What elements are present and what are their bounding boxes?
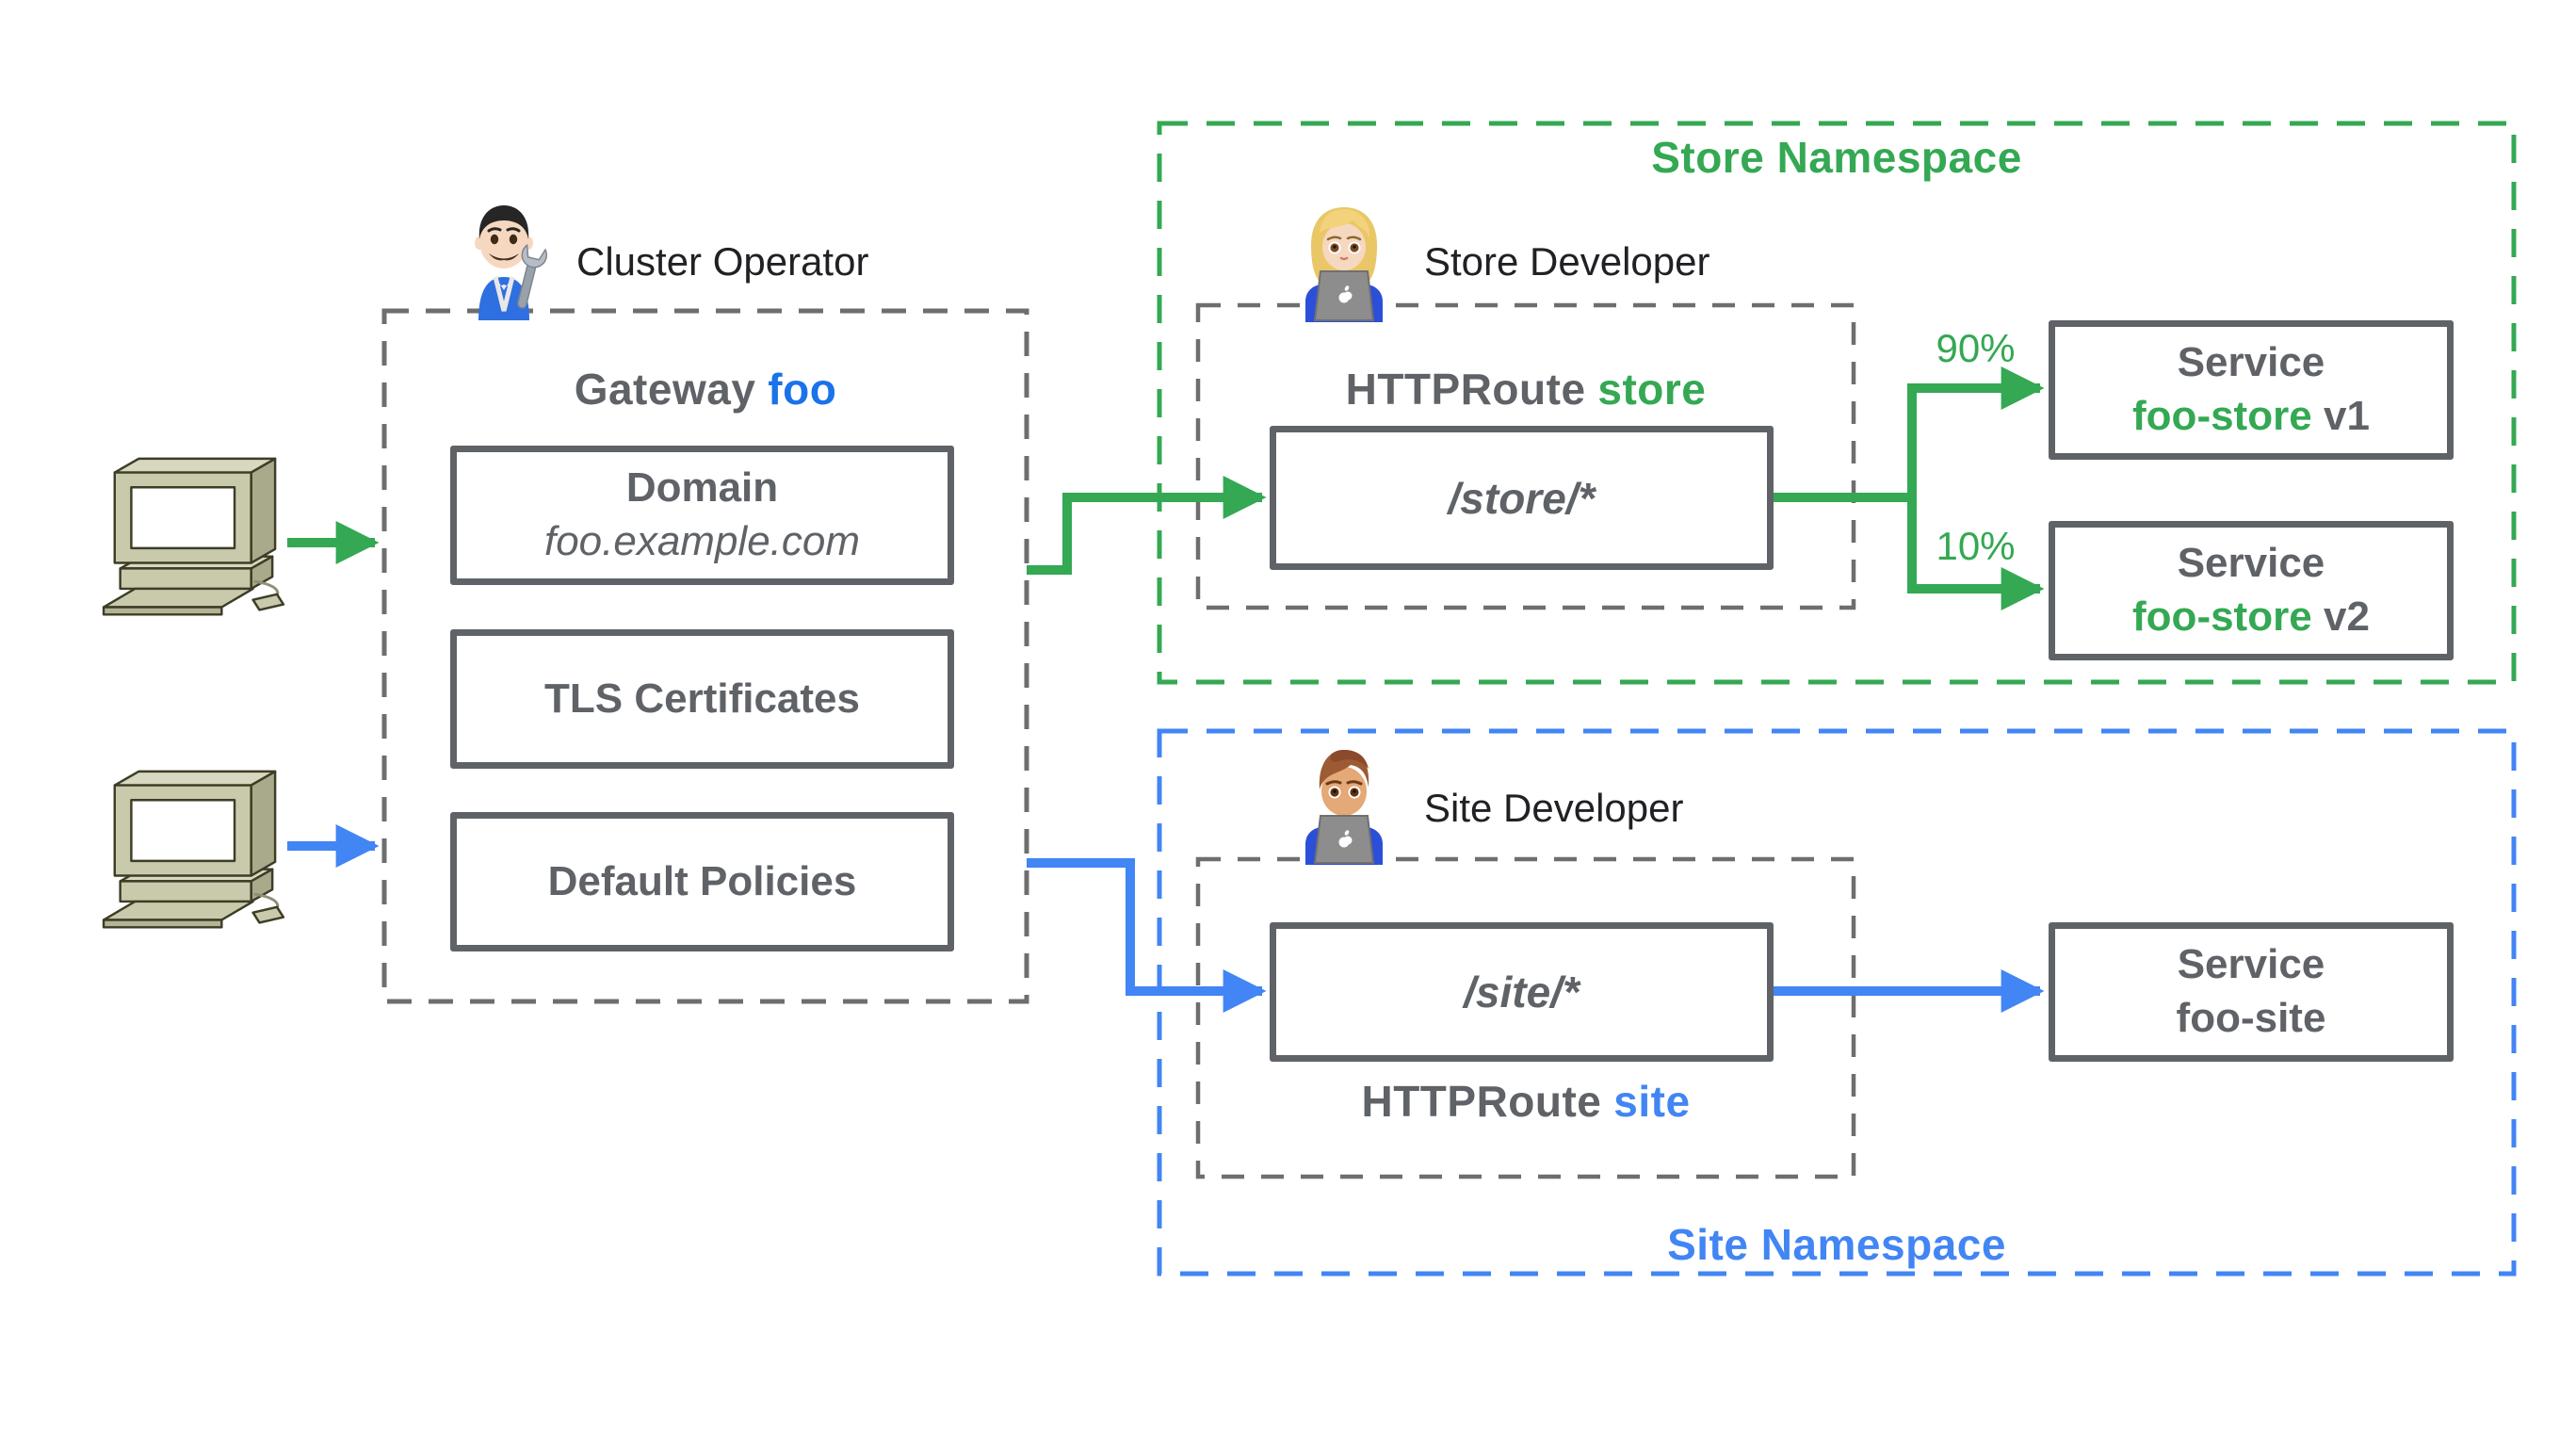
service-v1-name: foo-store (2132, 393, 2312, 439)
weight-10-label: 10% (1936, 524, 2016, 568)
httproute-store-name: store (1597, 365, 1707, 414)
cluster-operator-label: Cluster Operator (576, 239, 869, 284)
service-foo-site-name: foo-site (2176, 995, 2326, 1041)
gateway-to-store-route-arrow (1027, 476, 1267, 575)
domain-box-title: Domain (625, 464, 779, 512)
tls-certificates-box: TLS Certificates (450, 629, 954, 769)
site-route-path: /site/* (1464, 968, 1580, 1016)
httproute-store-prefix: HTTPRoute (1345, 365, 1586, 414)
store-route-path-box: /store/* (1270, 426, 1774, 570)
site-developer-label: Site Developer (1424, 786, 1684, 830)
tls-certificates-label: TLS Certificates (544, 675, 860, 722)
httproute-site-boundary (1195, 856, 1856, 1179)
client-computer-2-icon (92, 767, 292, 942)
domain-box-value: foo.example.com (543, 518, 861, 564)
service-foo-site-box: Service foo-site (2049, 922, 2454, 1062)
service-v2-type: Service (2177, 540, 2325, 587)
store-developer-emoji-icon (1294, 203, 1394, 322)
service-v1-type: Service (2177, 339, 2325, 386)
service-foo-site-type: Service (2177, 941, 2325, 988)
service-v2-name: foo-store (2132, 594, 2312, 640)
site-namespace-title: Site Namespace (1667, 1220, 2006, 1269)
gateway-to-site-route-arrow (1027, 858, 1267, 1013)
store-developer-label: Store Developer (1424, 239, 1710, 284)
gateway-title-prefix: Gateway (574, 365, 756, 414)
site-namespace-boundary (1157, 728, 2517, 1277)
site-developer-emoji-icon (1294, 746, 1394, 865)
store-namespace-boundary (1157, 121, 2517, 685)
weight-90-label: 90% (1936, 326, 2016, 370)
site-route-path-box: /site/* (1270, 922, 1774, 1062)
httproute-site-name: site (1613, 1077, 1691, 1126)
client-computer-1-icon (92, 454, 292, 629)
httproute-store-boundary (1195, 302, 1856, 610)
default-policies-box: Default Policies (450, 812, 954, 951)
domain-box: Domain foo.example.com (450, 446, 954, 585)
service-foo-store-v1-box: Service foo-store v1 (2049, 320, 2454, 460)
service-v2-version: v2 (2324, 594, 2370, 640)
store-namespace-title: Store Namespace (1651, 133, 2022, 182)
service-v1-name-line: foo-store v1 (2132, 393, 2370, 441)
service-v2-name-line: foo-store v2 (2132, 594, 2370, 642)
gateway-title-name: foo (768, 365, 837, 414)
service-v1-version: v1 (2324, 393, 2370, 439)
store-route-path: /store/* (1448, 473, 1596, 523)
httproute-site-prefix: HTTPRoute (1361, 1077, 1602, 1126)
cluster-operator-emoji-icon (460, 200, 549, 320)
service-foo-store-v2-box: Service foo-store v2 (2049, 521, 2454, 660)
default-policies-label: Default Policies (547, 857, 857, 904)
